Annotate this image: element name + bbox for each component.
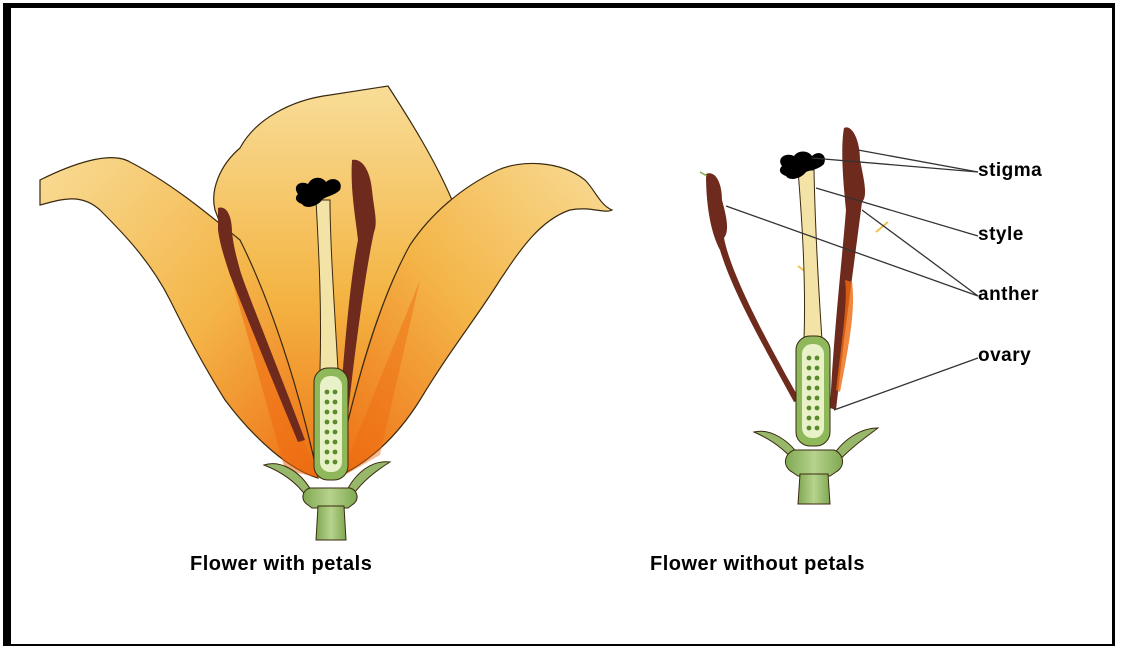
- receptacle-right: [785, 450, 842, 476]
- anther-right-2: [830, 127, 865, 410]
- leader-stigma-1: [812, 158, 978, 172]
- anther-right-1: [706, 173, 800, 402]
- stem-right: [798, 474, 830, 504]
- leader-stigma-2: [858, 150, 978, 172]
- stem-left: [316, 506, 346, 540]
- stigma-right: [780, 152, 825, 179]
- style-right: [798, 170, 822, 340]
- caption-flower-with-petals: Flower with petals: [190, 553, 372, 576]
- flower-with-petals: [40, 86, 612, 540]
- leader-ovary: [834, 358, 978, 410]
- label-stigma: stigma: [978, 160, 1042, 182]
- leader-anther-2: [862, 210, 978, 296]
- label-ovary: ovary: [978, 345, 1031, 367]
- caption-flower-without-petals: Flower without petals: [650, 553, 865, 576]
- receptacle-left: [303, 488, 357, 508]
- label-anther: anther: [978, 284, 1039, 306]
- label-style: style: [978, 224, 1024, 246]
- leader-style: [816, 188, 978, 236]
- flower-without-petals: [700, 127, 888, 504]
